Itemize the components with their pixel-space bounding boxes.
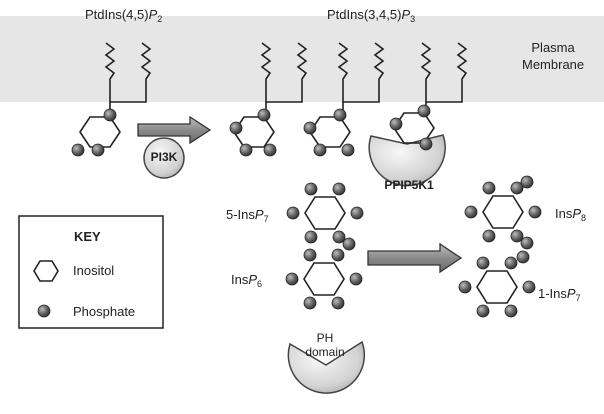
phosphate: [516, 250, 530, 264]
lipid-tail: [296, 42, 308, 95]
phosphate: [342, 237, 356, 251]
ip7-5-label: 5-InsP7: [226, 207, 269, 224]
key-phosphate-icon: [37, 304, 51, 318]
phosphate: [304, 230, 318, 244]
ip6-label: InsP6: [231, 272, 263, 289]
ip8-label: InsP8: [555, 206, 587, 223]
phosphate: [331, 248, 345, 262]
phosphate: [520, 236, 534, 250]
key-inositol-label: Inositol: [73, 263, 115, 278]
phosphate: [91, 143, 105, 157]
key-title: KEY: [74, 229, 101, 244]
phosphate: [350, 206, 364, 220]
inositol-ring: [304, 196, 346, 230]
phosphate: [476, 256, 490, 270]
inositol-ring: [79, 116, 121, 148]
phosphate: [528, 205, 542, 219]
phosphate: [285, 272, 299, 286]
phosphate: [103, 108, 117, 122]
lipid-tail: [373, 42, 385, 95]
phosphate: [239, 143, 253, 157]
phosphate: [510, 181, 524, 195]
lipid-tails: [104, 42, 468, 95]
ph-domain: [287, 340, 366, 394]
phosphate: [313, 143, 327, 157]
pi3k-label: PI3K: [150, 150, 178, 164]
phosphate: [333, 108, 347, 122]
phosphate: [482, 229, 496, 243]
phosphate: [504, 304, 518, 318]
phosphate: [510, 229, 524, 243]
ppip5k1-arrow: [367, 242, 463, 274]
pip2-label: PtdIns(4,5)P2: [85, 7, 163, 24]
lipid-tail: [420, 42, 432, 95]
phosphate: [504, 256, 518, 270]
phosphate: [417, 104, 431, 118]
phosphate: [331, 296, 345, 310]
phosphate: [286, 206, 300, 220]
phosphate: [482, 181, 496, 195]
phosphate: [303, 296, 317, 310]
phosphate: [257, 108, 271, 122]
phosphate: [389, 117, 403, 131]
phosphate: [341, 143, 355, 157]
key-phosphate-label: Phosphate: [73, 304, 136, 319]
phosphates: [71, 104, 542, 318]
phosphate: [229, 121, 243, 135]
lipid-tail: [140, 42, 152, 95]
lipid-tail: [260, 42, 272, 95]
inositol-ring: [482, 195, 524, 229]
pip3-label: PtdIns(3,4,5)P3: [327, 7, 416, 24]
ppip5k1-label: PPIP5K1: [384, 178, 434, 192]
phosphate: [458, 280, 472, 294]
inositol-ring: [309, 116, 351, 148]
lipid-tail: [104, 42, 116, 95]
lipid-tail: [337, 42, 349, 95]
phosphate: [419, 137, 433, 151]
pi3k-enzyme: [143, 137, 185, 179]
phosphate: [332, 230, 346, 244]
phosphate: [464, 205, 478, 219]
phosphate: [522, 280, 536, 294]
inositol-ring: [393, 112, 435, 144]
phosphate: [349, 272, 363, 286]
phosphate: [304, 182, 318, 196]
phosphate: [520, 175, 534, 189]
phosphate: [476, 304, 490, 318]
ip7-1-label: 1-InsP7: [538, 286, 581, 303]
phosphate: [71, 143, 85, 157]
phosphate: [303, 121, 317, 135]
inositol-ring: [476, 270, 518, 304]
phosphate: [263, 143, 277, 157]
phosphate: [303, 248, 317, 262]
phosphate: [332, 182, 346, 196]
pi3k-arrow: [137, 115, 212, 145]
lipid-tail: [456, 42, 468, 95]
inositol-ring: [303, 262, 345, 296]
key-inositol-icon: [33, 260, 59, 282]
